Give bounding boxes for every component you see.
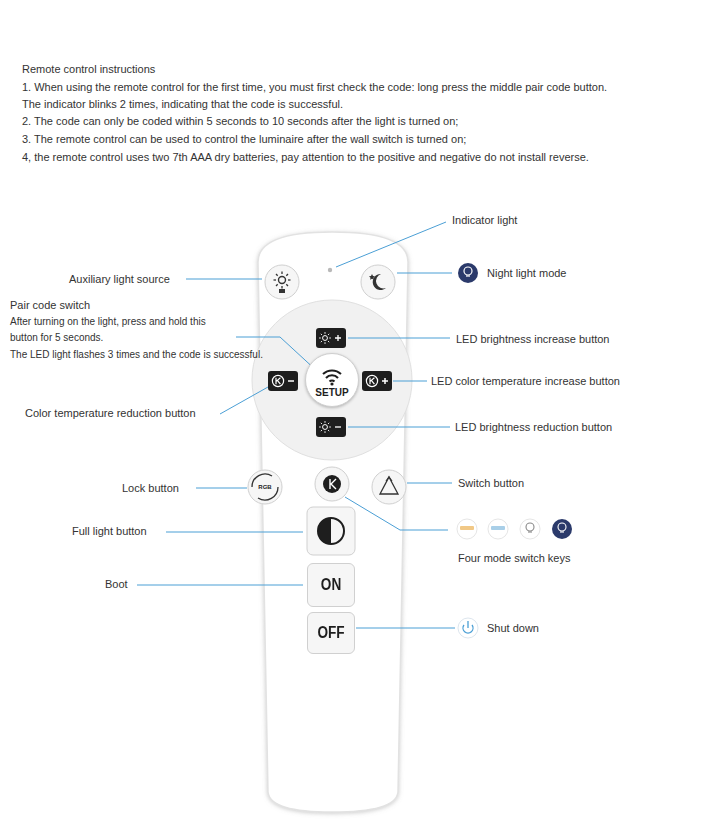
callout-label: LED brightness reduction button <box>455 419 612 436</box>
instruction-note: 3. The remote control can be used to con… <box>22 131 466 148</box>
on-button: ON <box>307 563 355 607</box>
button-text: SETUP <box>315 387 348 398</box>
callout-label: Auxiliary light source <box>69 271 170 288</box>
off-button: OFF <box>307 612 355 654</box>
callout-label: Full light button <box>72 523 147 540</box>
button-glyph: RGB <box>258 484 271 491</box>
callout-label: LED brightness increase button <box>456 331 609 348</box>
callout-label: Color temperature reduction button <box>25 405 196 422</box>
setup-button: SETUP <box>305 353 359 407</box>
callout-label: Lock button <box>122 480 179 497</box>
callout-label: Night light mode <box>487 265 567 282</box>
callout-label: Four mode switch keys <box>458 550 570 567</box>
callout-note: The LED light flashes 3 times and the co… <box>10 347 263 363</box>
callout-label: Pair code switch <box>10 297 90 314</box>
callout-label: Indicator light <box>452 212 517 229</box>
instructions-title: Remote control instructions <box>22 61 155 78</box>
button-text: ON <box>321 576 341 594</box>
callout-label: Switch button <box>458 475 524 492</box>
wifi-icon <box>305 353 359 407</box>
instruction-note: 4, the remote control uses two 7th AAA d… <box>22 149 589 166</box>
callout-label: Boot <box>105 576 128 593</box>
button-text: OFF <box>317 624 344 642</box>
callout-label: Shut down <box>487 620 539 637</box>
instruction-note: 1. When using the remote control for the… <box>22 79 622 113</box>
instruction-note: 2. The code can only be coded within 5 s… <box>22 113 458 130</box>
callout-note: After turning on the light, press and ho… <box>10 314 225 346</box>
callout-label: LED color temperature increase button <box>431 373 620 390</box>
